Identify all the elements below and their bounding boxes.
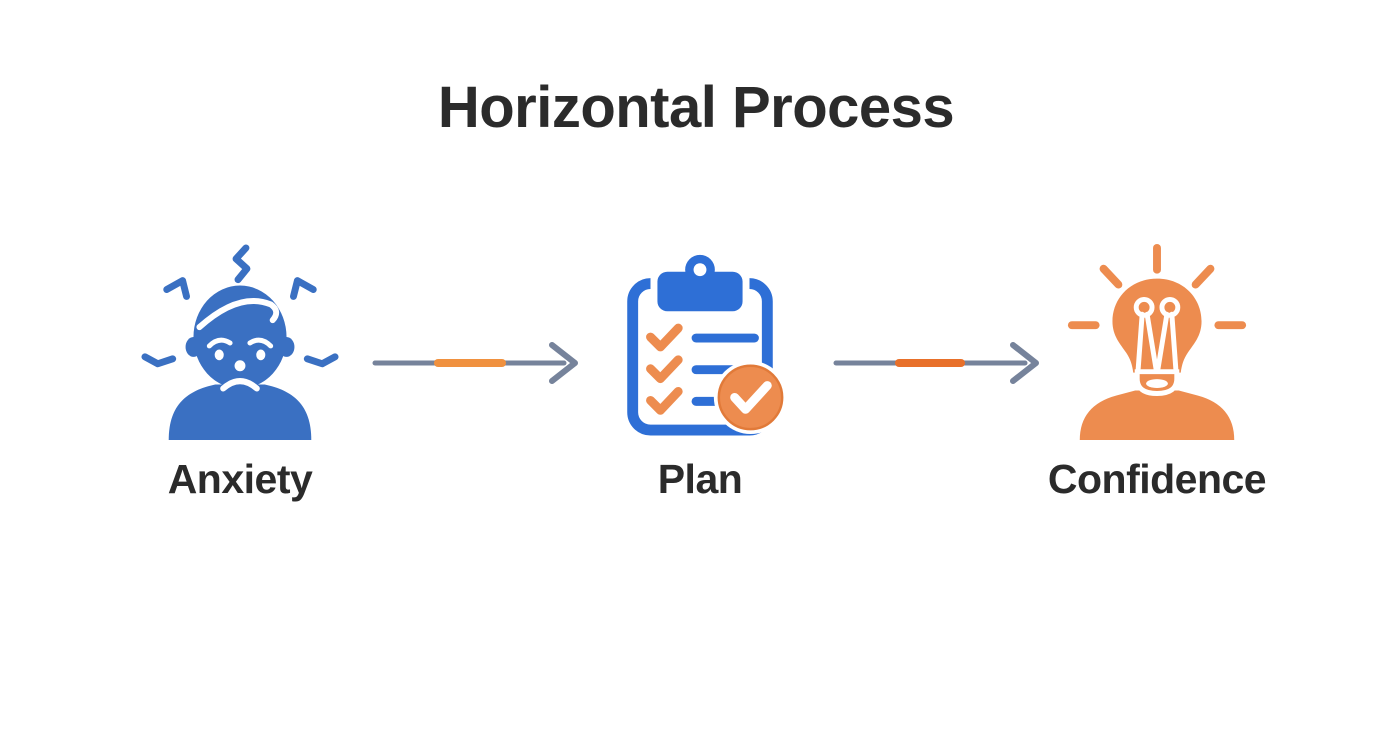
- arrow-anxiety-to-plan: [370, 340, 582, 386]
- stage-label-anxiety: Anxiety: [167, 456, 313, 502]
- stage-anxiety: Anxiety: [110, 242, 370, 503]
- diagram-title: Horizontal Process: [437, 75, 955, 140]
- stage-label-confidence: Confidence: [1047, 456, 1267, 502]
- stage-label-plan: Plan: [657, 456, 743, 502]
- stage-confidence: Confidence: [1027, 242, 1287, 503]
- lightbulb-person-icon: [1057, 242, 1257, 440]
- clipboard-checklist-icon: [600, 242, 800, 440]
- stage-plan: Plan: [570, 242, 830, 503]
- anxious-person-icon: [140, 242, 340, 440]
- arrow-plan-to-confidence: [831, 340, 1043, 386]
